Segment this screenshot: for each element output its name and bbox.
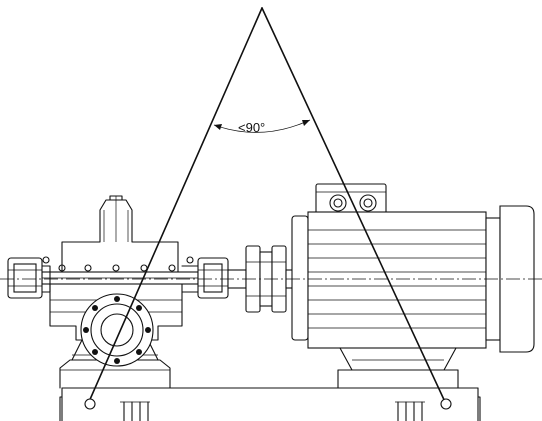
left-sling (87, 7, 263, 405)
base-frame (59, 387, 481, 421)
right-lifting-lug (440, 398, 452, 410)
right-sling (261, 7, 447, 405)
motor (291, 183, 535, 389)
left-lifting-lug (84, 398, 96, 410)
lifting-slings (84, 7, 452, 410)
sling-angle-indicator: <90° (213, 119, 311, 135)
pump (7, 195, 229, 367)
angle-label: <90° (238, 120, 265, 135)
